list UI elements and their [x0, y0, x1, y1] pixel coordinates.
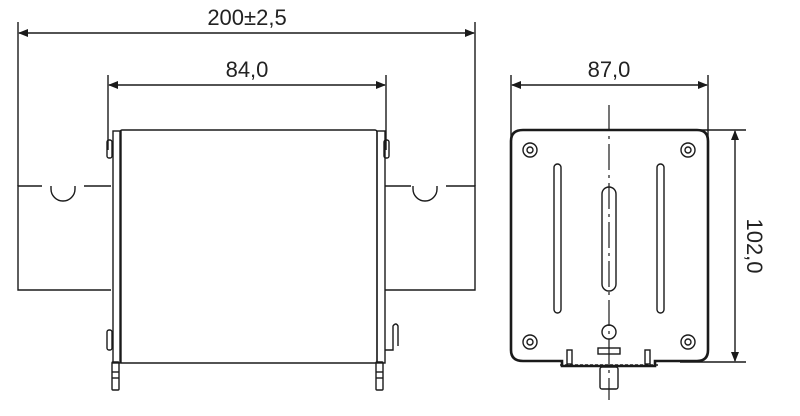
fuse-body [119, 129, 378, 364]
dimension-overall-length: 200±2,5 [17, 5, 476, 186]
body-height-label: 102,0 [742, 218, 767, 273]
left-blade-contact [17, 185, 111, 291]
dimension-body-length: 84,0 [107, 57, 387, 150]
terminal-pins [111, 361, 384, 391]
right-end-plate [376, 130, 386, 364]
mounting-screws [522, 142, 696, 350]
left-end-plate [112, 130, 122, 364]
dimension-body-height: 102,0 [520, 129, 767, 363]
indicator-knob [560, 324, 658, 390]
end-view: 87,0 102,0 [509, 57, 767, 400]
right-blade-contact [385, 185, 476, 291]
dimension-body-width: 87,0 [510, 57, 709, 140]
end-plate [509, 128, 710, 368]
ventilation-slots [553, 163, 665, 314]
side-view: 200±2,5 84,0 [17, 5, 476, 391]
overall-length-label: 200±2,5 [207, 5, 286, 30]
body-width-label: 87,0 [588, 57, 631, 82]
body-length-label: 84,0 [226, 57, 269, 82]
